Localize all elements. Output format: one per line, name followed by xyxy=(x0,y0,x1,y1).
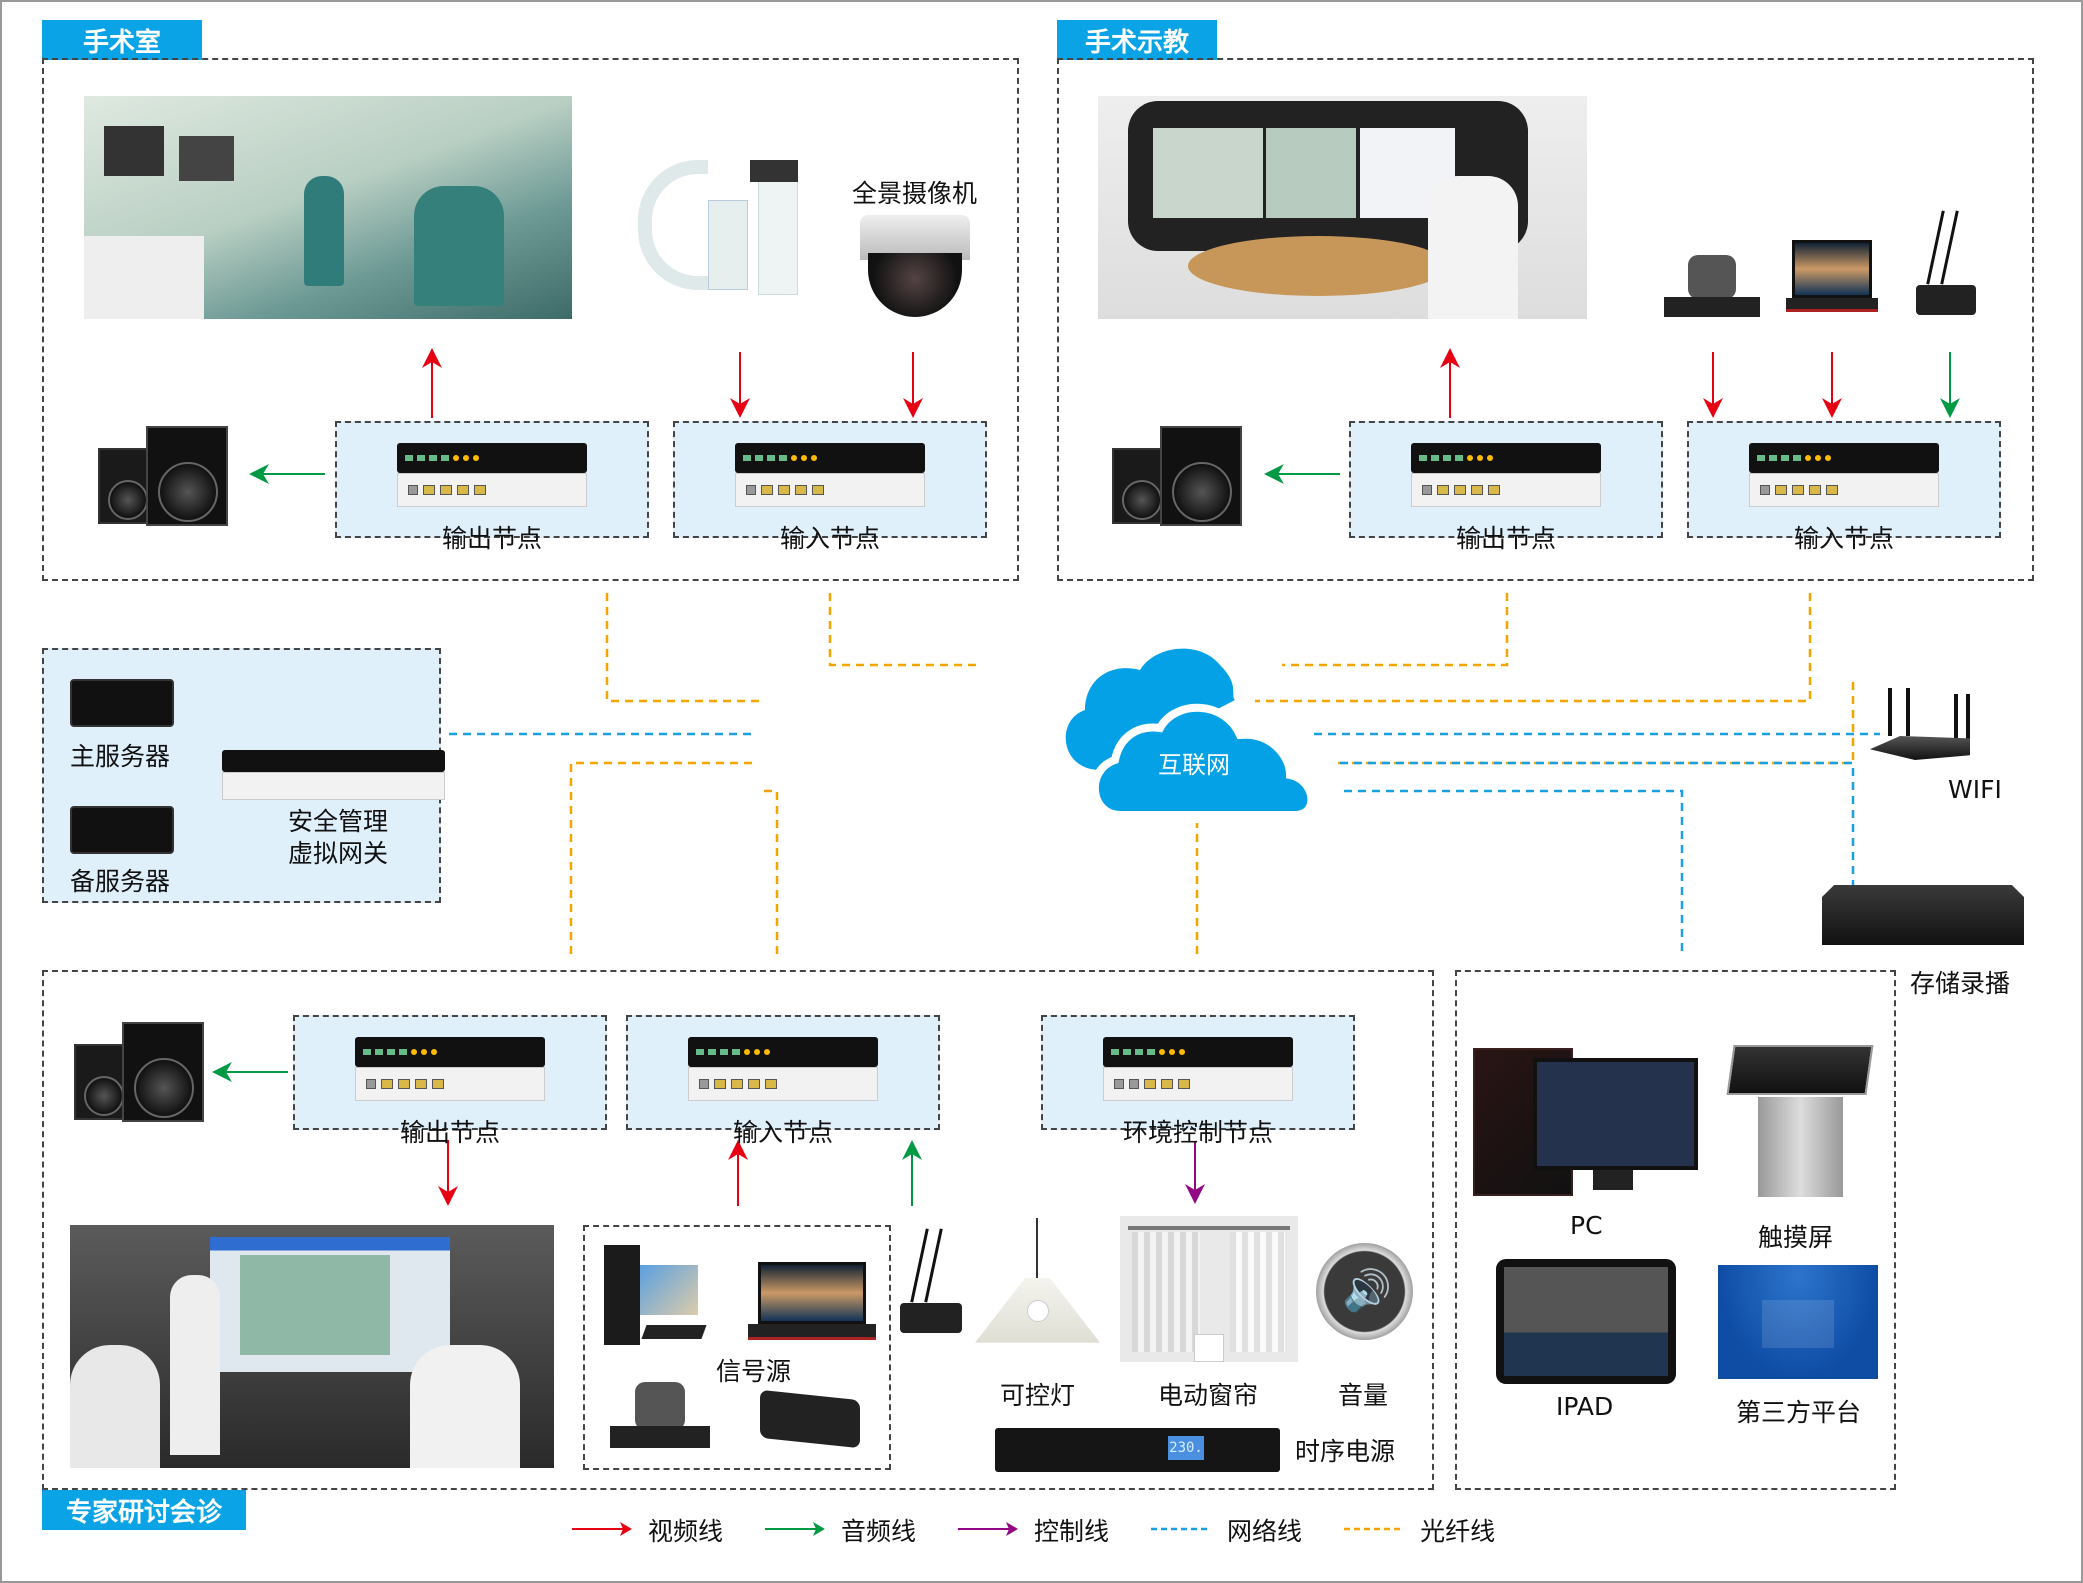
teaching-output-node[interactable]: 输出节点 xyxy=(1349,421,1663,553)
wifi-router-image xyxy=(1870,688,1980,768)
ptz-camera-image xyxy=(1664,255,1760,317)
ipad-label: IPAD xyxy=(1556,1392,1614,1421)
operating-room-section xyxy=(42,58,1019,581)
third-party-platform-label: 第三方平台 xyxy=(1736,1398,1862,1427)
legend: 视频线 音频线 控制线 网络线 光纤线 xyxy=(570,1512,1495,1548)
laptop-image xyxy=(748,1262,876,1344)
touchscreen-kiosk-image xyxy=(1726,1045,1874,1197)
legend-network-line-label: 网络线 xyxy=(1227,1517,1303,1546)
main-server-image xyxy=(70,679,174,727)
volume-label: 音量 xyxy=(1338,1381,1389,1410)
touchscreen-label: 触摸屏 xyxy=(1758,1223,1834,1252)
expert-input-node[interactable]: 输入节点 xyxy=(626,1015,940,1147)
signal-source-label: 信号源 xyxy=(716,1357,792,1386)
node-label: 环境控制节点 xyxy=(1122,1118,1273,1147)
node-device-icon xyxy=(1749,443,1939,513)
dome-camera-image xyxy=(860,215,970,320)
controllable-light-label: 可控灯 xyxy=(1000,1381,1076,1410)
power-sequencer-image: 230. xyxy=(995,1428,1280,1472)
legend-network-line-icon xyxy=(1149,1516,1213,1545)
legend-audio-line-label: 音频线 xyxy=(841,1517,917,1546)
microphone-image xyxy=(900,1228,962,1333)
wifi-label: WIFI xyxy=(1948,775,2002,804)
legend-fiber-line-icon xyxy=(1342,1516,1406,1545)
volume-icon: 🔊 xyxy=(1316,1243,1413,1340)
gateway-label: 安全管理 虚拟网关 xyxy=(288,806,388,870)
or-input-node[interactable]: 输入节点 xyxy=(673,421,987,553)
node-device-icon xyxy=(735,443,925,513)
storage-recorder-image xyxy=(1822,885,2024,945)
legend-video-line-icon xyxy=(570,1516,634,1545)
node-label: 输入节点 xyxy=(1793,524,1894,553)
node-label: 输出节点 xyxy=(399,1118,500,1147)
section-tag-operating-room: 手术室 xyxy=(42,20,202,60)
motorized-curtain-label: 电动窗帘 xyxy=(1158,1381,1259,1410)
teaching-input-node[interactable]: 输入节点 xyxy=(1687,421,2001,553)
surgery-teaching-section xyxy=(1057,58,2034,581)
operating-room-photo xyxy=(84,96,572,319)
speaker-image xyxy=(98,426,228,526)
video-conference-photo xyxy=(1098,96,1587,319)
internet-cloud-icon xyxy=(1065,648,1316,819)
pc-label: PC xyxy=(1570,1211,1603,1240)
laptop-image xyxy=(1786,240,1878,317)
node-label: 输入节点 xyxy=(732,1118,833,1147)
expert-output-node[interactable]: 输出节点 xyxy=(293,1015,607,1147)
ptz-camera-image xyxy=(610,1382,710,1448)
environment-control-node[interactable]: 环境控制节点 xyxy=(1041,1015,1355,1147)
speaker-image xyxy=(1112,426,1242,526)
section-tag-surgery-teaching: 手术示教 xyxy=(1057,20,1217,60)
node-device-icon xyxy=(1103,1037,1293,1107)
terminals-section xyxy=(1455,970,1896,1490)
backup-server-label: 备服务器 xyxy=(70,867,171,896)
panoramic-camera-label: 全景摄像机 xyxy=(852,179,978,208)
gateway-label-line2: 虚拟网关 xyxy=(288,839,389,868)
expert-meeting-photo xyxy=(70,1225,554,1468)
section-tag-expert-consultation: 专家研讨会诊 xyxy=(42,1490,246,1530)
pc-image xyxy=(1473,1048,1698,1196)
gateway-device-image xyxy=(222,750,445,800)
legend-video-line-label: 视频线 xyxy=(648,1517,724,1546)
expert-consultation-section xyxy=(42,970,1434,1490)
backup-server-image xyxy=(70,806,174,854)
node-label: 输入节点 xyxy=(779,524,880,553)
node-label: 输出节点 xyxy=(441,524,542,553)
ipad-image xyxy=(1496,1259,1676,1384)
node-label: 输出节点 xyxy=(1455,524,1556,553)
legend-control-line-icon xyxy=(956,1516,1020,1545)
workstation-image xyxy=(604,1245,714,1355)
legend-audio-line-icon xyxy=(763,1516,827,1545)
power-voltage-display: 230. xyxy=(1168,1436,1204,1460)
signal-source-group xyxy=(583,1225,891,1470)
power-sequencer-label: 时序电源 xyxy=(1295,1437,1396,1466)
c-arm-xray-image xyxy=(608,140,798,308)
speaker-image xyxy=(74,1022,204,1122)
node-device-icon xyxy=(688,1037,878,1107)
main-server-label: 主服务器 xyxy=(70,742,171,771)
controllable-light-image xyxy=(975,1218,1100,1358)
motorized-curtain-image xyxy=(1120,1216,1298,1362)
legend-fiber-line-label: 光纤线 xyxy=(1420,1517,1496,1546)
node-device-icon xyxy=(397,443,587,513)
internet-label: 互联网 xyxy=(1158,751,1230,779)
legend-control-line-label: 控制线 xyxy=(1034,1517,1110,1546)
gateway-label-line1: 安全管理 xyxy=(288,807,389,836)
node-device-icon xyxy=(1411,443,1601,513)
third-party-platform-image xyxy=(1718,1265,1878,1379)
microphone-image xyxy=(1916,210,1976,315)
storage-label: 存储录播 xyxy=(1910,969,2011,998)
or-output-node[interactable]: 输出节点 xyxy=(335,421,649,553)
node-device-icon xyxy=(355,1037,545,1107)
